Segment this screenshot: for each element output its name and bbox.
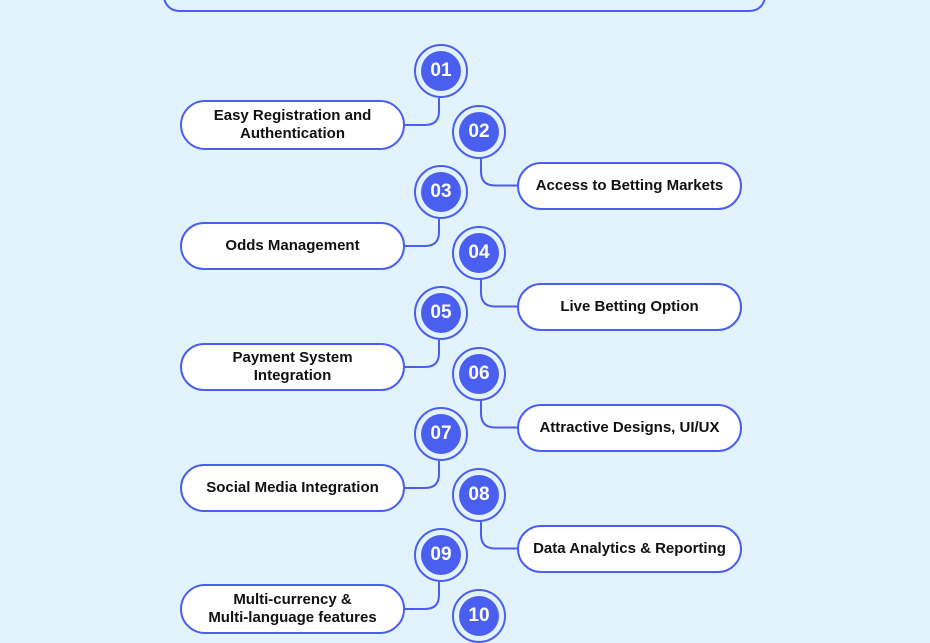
step-number: 01 [421, 51, 461, 91]
connector-line [480, 279, 519, 308]
step-label: Payment System Integration [232, 349, 353, 384]
step-number: 03 [421, 172, 461, 212]
connector-line [403, 461, 440, 489]
step-number-badge: 05 [414, 286, 468, 340]
connector-line [403, 340, 440, 368]
connector-line [403, 582, 440, 610]
connector-line [480, 400, 519, 429]
step-label-pill: Easy Registration and Authentication [180, 100, 405, 150]
step-number: 02 [459, 111, 499, 152]
step-label-pill: Odds Management [180, 222, 405, 270]
step-number: 05 [421, 293, 461, 333]
step-number: 06 [459, 353, 499, 394]
connector-line [480, 521, 519, 550]
step-label-pill: Attractive Designs, UI/UX [517, 403, 742, 452]
step-number-badge: 07 [414, 407, 468, 461]
step-label-pill: Data Analytics & Reporting [517, 524, 742, 573]
step-number-badge: 08 [452, 467, 506, 522]
step-number-badge: 09 [414, 528, 468, 582]
step-number: 09 [421, 535, 461, 575]
step-number: 07 [421, 414, 461, 454]
connector-line [403, 219, 440, 247]
step-number-badge: 03 [414, 165, 468, 219]
step-number: 04 [459, 232, 499, 273]
step-label: Social Media Integration [206, 479, 379, 496]
step-number-badge: 04 [452, 225, 506, 280]
step-label: Live Betting Option [560, 297, 699, 315]
connector-line [403, 98, 440, 126]
step-label-pill: Live Betting Option [517, 282, 742, 331]
connector-line [480, 158, 519, 187]
connector-lines [220, 61, 700, 610]
step-label: Odds Management [225, 237, 360, 254]
step-label: Data Analytics & Reporting [533, 539, 726, 557]
step-label: Multi-currency & Multi-language features [208, 591, 377, 626]
step-number: 10 [459, 595, 499, 636]
step-label-pill: Social Media Integration [180, 464, 405, 512]
step-label-pill: Access to Betting Markets [517, 161, 742, 210]
step-number-badge: 06 [452, 346, 506, 401]
step-label: Attractive Designs, UI/UX [539, 418, 720, 436]
step-number-badge: 10 [452, 588, 506, 643]
step-label-pill: Payment System Integration [180, 343, 405, 391]
step-number-badge: 01 [414, 44, 468, 98]
step-label: Access to Betting Markets [535, 176, 724, 194]
step-label: Easy Registration and Authentication [213, 107, 372, 142]
step-number-badge: 02 [452, 104, 506, 159]
step-number: 08 [459, 474, 499, 515]
step-label-pill: Multi-currency & Multi-language features [180, 584, 405, 634]
